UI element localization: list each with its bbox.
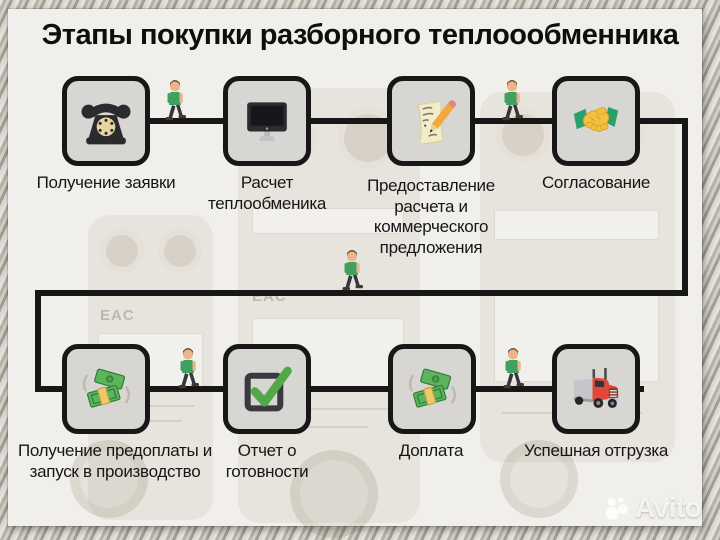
walking-person-icon (165, 80, 186, 121)
step-label-shipment: Успешная отгрузка (523, 441, 669, 460)
step-box-prepayment (62, 344, 150, 434)
walking-person-icon (342, 250, 363, 291)
step-box-calculation (223, 76, 311, 166)
rotary-phone-icon (81, 103, 131, 145)
checkbox-checked-icon (244, 366, 292, 412)
connector-line-row2 (100, 386, 644, 392)
memo-pencil-icon (417, 100, 457, 146)
money-banknotes-icon (82, 368, 130, 408)
step-box-proposal (387, 76, 475, 166)
step-label-receive-request: Получение заявки (36, 173, 176, 192)
handshake-icon (573, 107, 619, 132)
connector-line-left-vertical (35, 290, 41, 392)
step-label-calculation: Расчет теплообменика (207, 173, 327, 213)
step-label-readiness-report: Отчет о готовности (225, 441, 309, 481)
connector-line-left-stub (35, 386, 75, 392)
step-box-receive-request (62, 76, 150, 166)
step-box-readiness-report (223, 344, 311, 434)
step-box-shipment (552, 344, 640, 434)
avito-watermark: Avito (604, 492, 702, 524)
money-banknotes-icon (408, 368, 456, 408)
connector-line-middle (35, 290, 688, 296)
step-label-proposal: Предоставление расчета и коммерческого п… (367, 176, 495, 258)
avito-watermark-text: Avito (635, 492, 702, 523)
walking-person-icon (503, 348, 524, 389)
step-label-surcharge: Доплата (398, 441, 464, 460)
connector-line-row1 (100, 118, 644, 124)
connector-line-right-vertical (682, 118, 688, 296)
desktop-computer-icon (247, 102, 287, 141)
walking-person-icon (178, 348, 199, 389)
delivery-truck-icon (573, 368, 619, 408)
page-title: Этапы покупки разборного теплоообменника (41, 19, 679, 51)
connector-line-right-stub (640, 118, 688, 124)
step-box-agreement (552, 76, 640, 166)
walking-person-icon (502, 80, 523, 121)
step-box-surcharge (388, 344, 476, 434)
step-label-agreement: Согласование (541, 173, 651, 192)
avito-logo-icon (605, 496, 628, 520)
step-label-prepayment: Получение предоплаты и запуск в производ… (17, 441, 213, 481)
